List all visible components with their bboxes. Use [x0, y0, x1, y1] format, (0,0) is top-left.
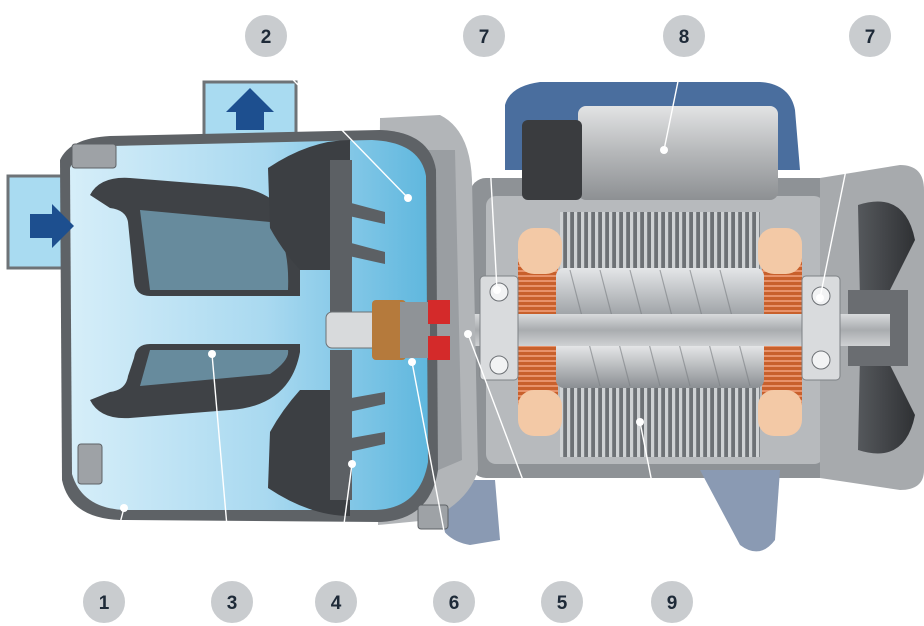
svg-text:2: 2	[261, 27, 272, 48]
svg-text:5: 5	[557, 593, 568, 614]
svg-text:7: 7	[479, 27, 490, 48]
outlet-arrow-icon	[226, 88, 274, 130]
callout-7-left: 7	[461, 13, 507, 59]
terminal-box	[522, 120, 582, 200]
callout-7-right: 7	[847, 13, 893, 59]
svg-text:7: 7	[865, 27, 876, 48]
callout-9: 9	[649, 579, 695, 625]
bearing-left	[479, 275, 519, 381]
motor-foot	[700, 470, 780, 552]
windings	[518, 228, 802, 436]
pump-assembly	[6, 80, 478, 530]
svg-text:4: 4	[331, 593, 342, 614]
mechanical-seal	[325, 300, 450, 360]
svg-text:9: 9	[667, 593, 678, 614]
svg-text:3: 3	[227, 593, 238, 614]
callout-8: 8	[661, 13, 707, 59]
callout-3: 3	[209, 579, 255, 625]
svg-text:1: 1	[99, 593, 110, 614]
svg-text:6: 6	[449, 593, 460, 614]
callout-6: 6	[431, 579, 477, 625]
impeller	[330, 160, 385, 500]
callout-2: 2	[243, 13, 289, 59]
callout-4: 4	[313, 579, 359, 625]
diffuser	[268, 140, 350, 516]
leader-lines	[103, 51, 871, 585]
callout-5: 5	[539, 579, 585, 625]
inlet-arrow-icon	[30, 204, 74, 248]
svg-text:8: 8	[679, 27, 690, 48]
callout-1: 1	[81, 579, 127, 625]
capacitor	[578, 106, 778, 200]
bearing-right	[801, 275, 841, 381]
motor-assembly	[330, 82, 924, 552]
